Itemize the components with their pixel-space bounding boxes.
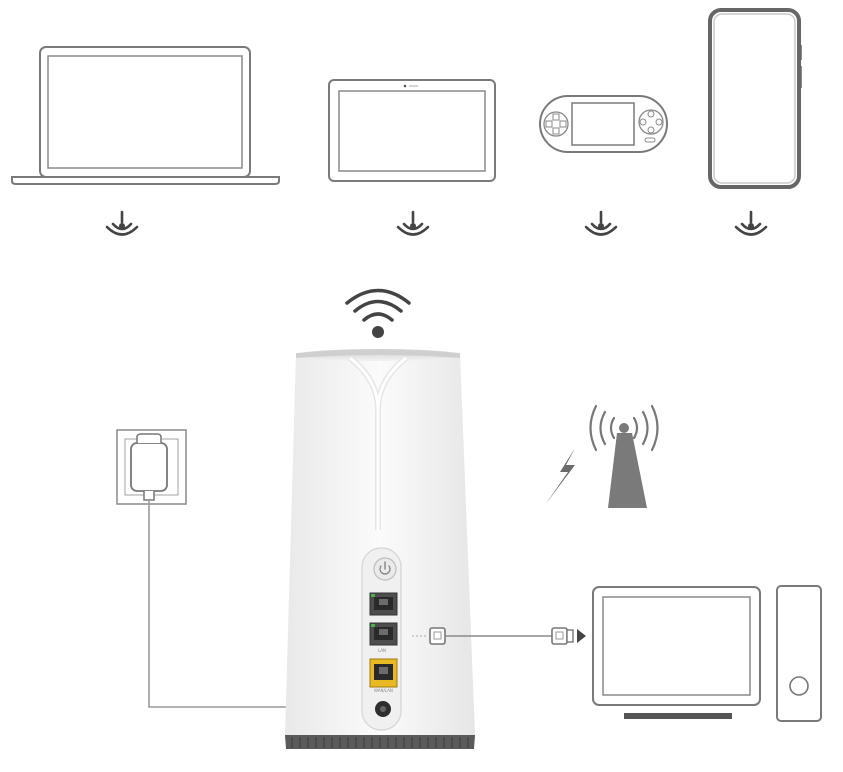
lightning-icon xyxy=(545,448,575,505)
wireless-signal-icon xyxy=(396,210,430,236)
game-console-icon xyxy=(539,95,668,153)
power-jack[interactable] xyxy=(375,701,391,717)
wifi-icon xyxy=(345,288,411,338)
wireless-signal-icon xyxy=(584,210,618,236)
wireless-signal-icon xyxy=(105,210,139,236)
cell-tower-icon xyxy=(589,404,659,508)
wan-port[interactable] xyxy=(369,658,398,688)
smartphone-icon xyxy=(708,8,802,189)
power-cable xyxy=(148,500,307,708)
lan-label: LAN xyxy=(378,648,386,653)
lan-port-1[interactable] xyxy=(369,592,398,616)
lan-port-2[interactable] xyxy=(369,622,398,646)
wireless-signal-icon xyxy=(734,210,768,236)
laptop-icon xyxy=(11,46,280,185)
ethernet-plug-icon xyxy=(551,627,574,645)
power-button-icon[interactable] xyxy=(373,557,397,581)
arrow-icon xyxy=(577,629,586,643)
pc-tower-icon xyxy=(776,585,822,722)
power-adapter-icon xyxy=(130,433,168,501)
wan-label: WAN/LAN xyxy=(374,688,393,693)
tablet-icon xyxy=(328,79,496,182)
desktop-monitor-icon xyxy=(592,586,761,719)
ethernet-plug-icon xyxy=(429,627,446,645)
